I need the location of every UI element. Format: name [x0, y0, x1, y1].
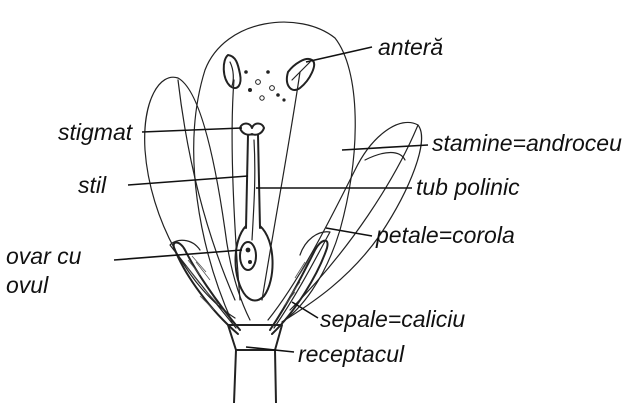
pollen-tube-shape [252, 140, 255, 240]
leader-stil [128, 176, 248, 185]
ovule-shape [240, 242, 256, 270]
anther-right [287, 59, 314, 90]
pollen-grains [244, 70, 285, 101]
filament-right [262, 72, 300, 300]
stem [234, 350, 276, 403]
anther-left [224, 55, 241, 88]
label-tub-polinic: tub polinic [416, 176, 520, 199]
stigma-shape [240, 124, 264, 135]
leader-petale [326, 228, 372, 236]
label-receptacul: receptacul [298, 343, 404, 366]
label-ovar: ovar cu ovul [6, 242, 81, 300]
label-petale: petale=corola [376, 224, 515, 247]
label-ovar-line1: ovar cu [6, 242, 81, 271]
label-sepale: sepale=caliciu [320, 308, 465, 331]
label-antera: anteră [378, 36, 443, 59]
leader-antera [306, 47, 372, 62]
label-stigmat: stigmat [58, 121, 132, 144]
leader-stigmat [142, 128, 242, 132]
receptacle [228, 325, 282, 350]
back-petal [194, 22, 355, 322]
label-ovar-line2: ovul [6, 271, 81, 300]
label-stamine: stamine=androceu [432, 132, 622, 155]
label-stil: stil [78, 174, 106, 197]
